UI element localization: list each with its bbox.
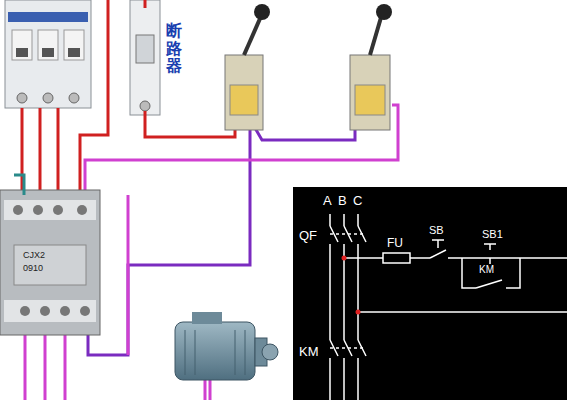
motor (175, 312, 278, 380)
device-label: FU (386, 236, 404, 250)
phase-label: C (352, 193, 363, 208)
breaker-label: 断路器 (165, 22, 183, 75)
model-text: CJX2 (22, 250, 46, 260)
schematic-panel (293, 187, 567, 400)
limit-switch (225, 4, 392, 130)
device-label: KM (298, 344, 320, 359)
model-text: 0910 (22, 263, 44, 273)
device-label: SB1 (481, 228, 504, 240)
three-pole-breaker (5, 0, 91, 108)
contactor (0, 175, 100, 335)
device-label: KM (478, 264, 495, 275)
single-breaker (130, 0, 160, 115)
phase-label: B (337, 193, 348, 208)
device-label: QF (298, 228, 318, 243)
device-label: SB (428, 224, 445, 236)
phase-label: A (322, 193, 333, 208)
